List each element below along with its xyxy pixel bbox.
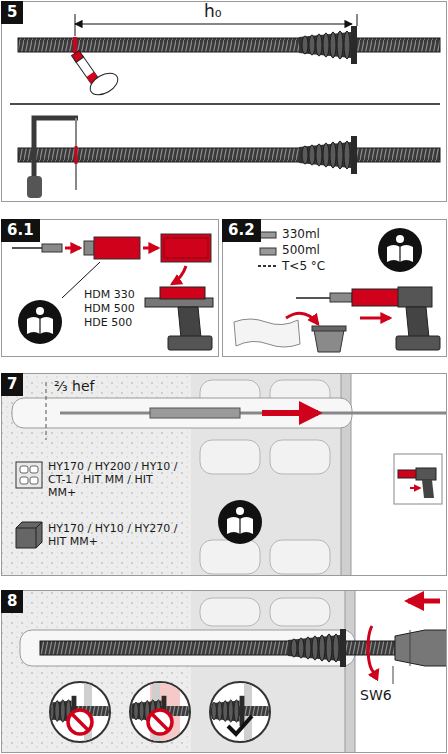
step-number: 6.1 — [1, 219, 40, 242]
legend-text: HY170 / HY200 / HY10 / CT-1 / HIT MM / H… — [48, 460, 178, 499]
tool-size-label: SW6 — [360, 688, 392, 703]
dimension-label: h₀ — [204, 2, 222, 21]
dispenser-name: HDM 500 — [84, 303, 135, 315]
dispenser-name: HDM 330 — [84, 289, 135, 301]
depth-label: ⅔ hef — [54, 379, 94, 394]
step-number: 6.2 — [222, 219, 261, 242]
dispenser-name: HDE 500 — [84, 317, 132, 329]
volume-label: 330ml — [282, 228, 320, 241]
step-number: 5 — [1, 1, 23, 24]
temperature-note: T<5 °C — [282, 260, 325, 273]
step-number: 8 — [1, 590, 23, 613]
legend-item: HY170 / HY10 / HY270 / HIT MM+ — [48, 522, 178, 548]
legend-item: HY170 / HY200 / HY10 / CT-1 / HIT MM / H… — [48, 460, 178, 500]
step-panel: 6.1 — [1, 219, 219, 357]
step-panel: 8 — [1, 590, 447, 753]
step-panel: 5 — [1, 1, 447, 202]
step-number: 7 — [1, 373, 23, 396]
volume-label: 500ml — [282, 244, 320, 257]
legend-text: HY170 / HY10 / HY270 / HIT MM+ — [48, 522, 178, 548]
step-panel: 6.2 — [222, 219, 447, 357]
